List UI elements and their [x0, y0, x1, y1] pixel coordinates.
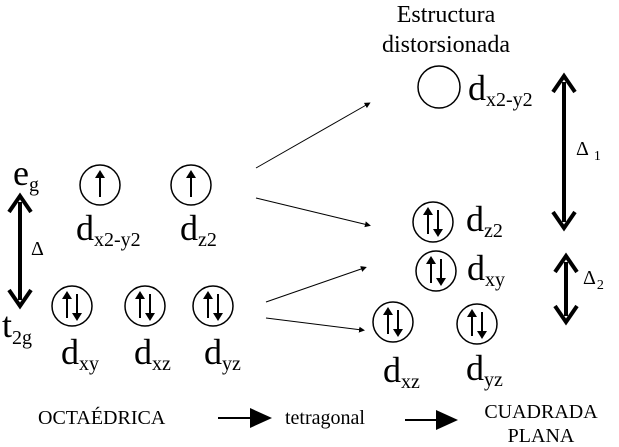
label-oct-dyz: dyz	[204, 332, 241, 375]
plana-label: PLANA	[508, 425, 575, 447]
split-arrow-2	[255, 197, 371, 228]
bottom-arrow-2	[405, 410, 458, 430]
label-dist-dz2: dz2	[466, 199, 503, 242]
tetragonal-label: tetragonal	[285, 407, 365, 429]
label-oct-dxz: dxz	[134, 332, 171, 375]
label-dist-dxz: dxz	[383, 350, 420, 393]
label-dist-dxy: dxy	[467, 248, 505, 291]
label-dist-dyz: dyz	[466, 348, 503, 391]
delta2-double-arrow	[553, 252, 579, 326]
title-line-1: Estructura	[397, 2, 496, 28]
label-dist-dx2y2: dx2-y2	[468, 68, 533, 111]
orbital-dist-dxz	[372, 301, 414, 343]
orbital-oct-dxy	[51, 285, 93, 327]
orbital-dist-dz2	[412, 201, 454, 243]
orbital-dist-dyz	[456, 303, 498, 345]
delta-label: Δ	[31, 238, 44, 260]
delta-double-arrow	[7, 192, 33, 310]
t2g-label: t2g	[2, 305, 32, 349]
orbital-dist-dxy	[415, 250, 457, 292]
octaedrica-label: OCTAÉDRICA	[38, 406, 166, 429]
delta1-double-arrow	[551, 72, 577, 232]
split-arrow-1	[255, 102, 371, 169]
label-oct-dx2y2: dx2-y2	[76, 208, 141, 251]
cuadrada-label: CUADRADA	[484, 401, 598, 423]
orbital-oct-dxz	[124, 285, 166, 327]
orbital-oct-dz2	[170, 164, 212, 206]
orbital-dist-dx2y2	[417, 65, 461, 109]
split-arrow-4	[265, 317, 365, 333]
eg-label: eg	[13, 153, 39, 196]
title-line-2: distorsionada	[382, 32, 510, 58]
orbital-oct-dyz	[192, 285, 234, 327]
split-arrow-3	[265, 266, 367, 303]
bottom-arrow-1	[218, 408, 272, 428]
delta2-label: Δ2	[583, 267, 604, 293]
orbital-oct-dx2y2	[79, 164, 121, 206]
label-oct-dxy: dxy	[61, 332, 99, 375]
label-oct-dz2: dz2	[180, 208, 217, 251]
